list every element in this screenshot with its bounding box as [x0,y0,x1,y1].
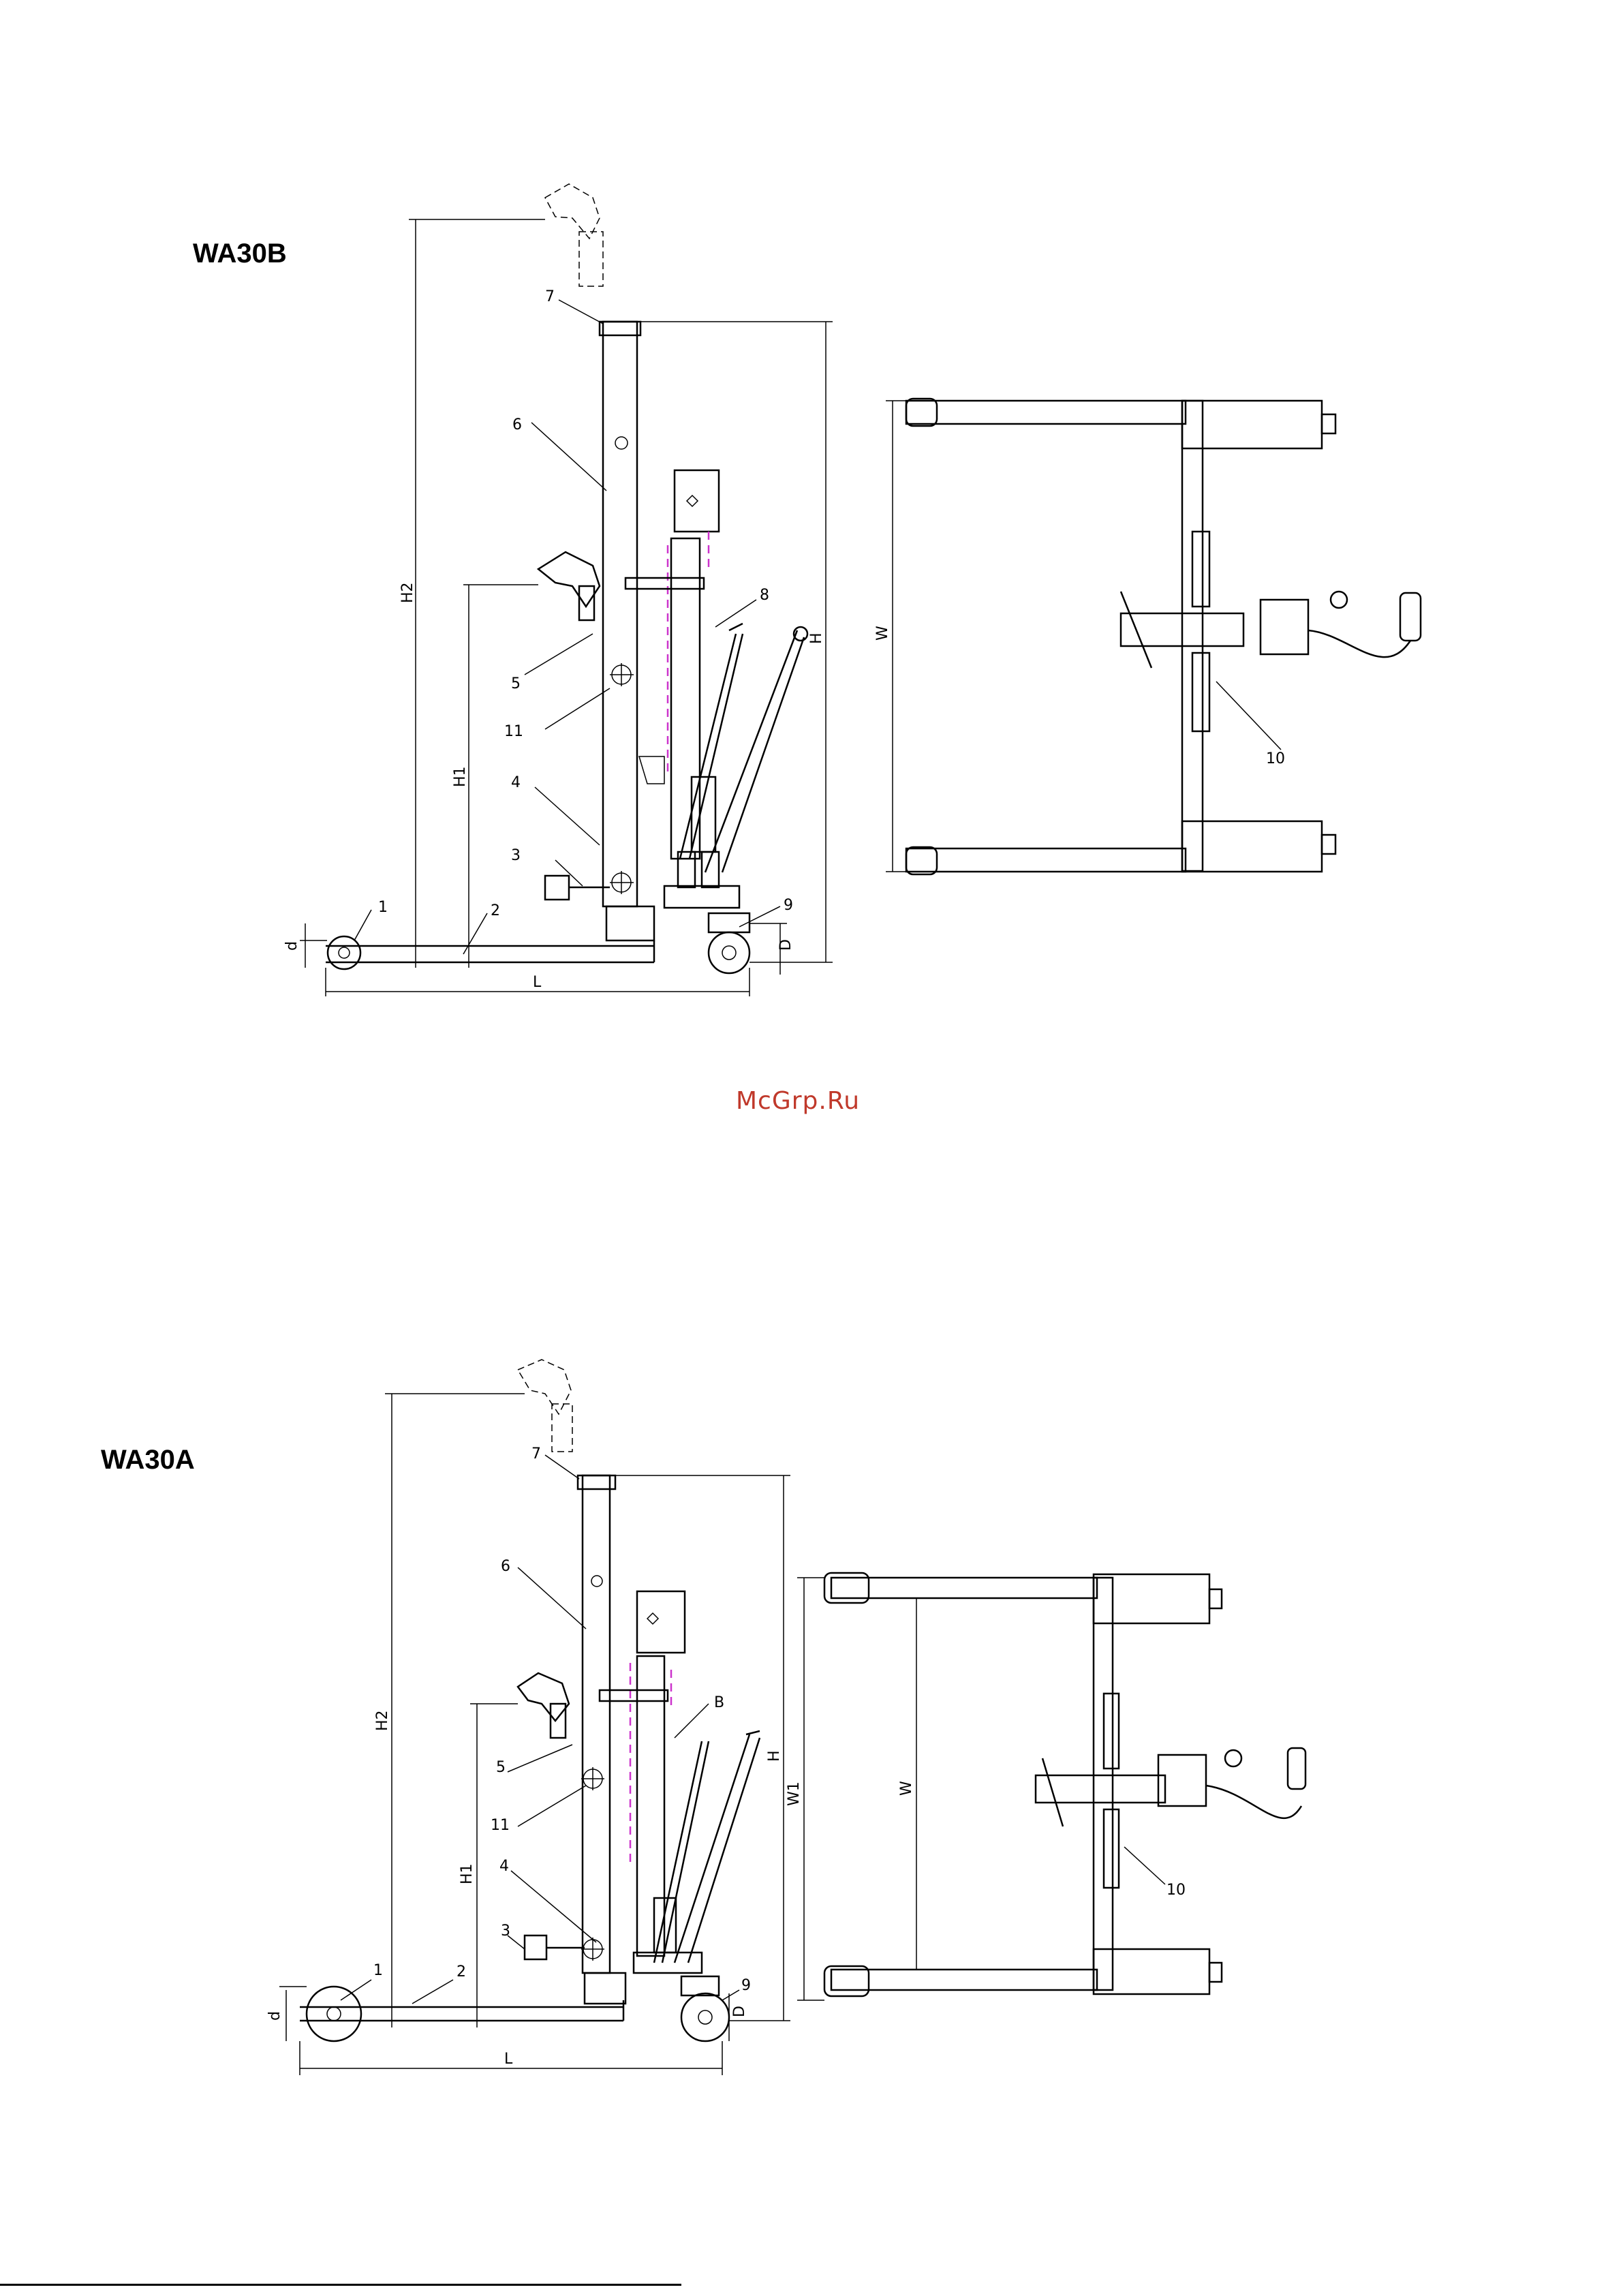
wa30a-callout-2: 2 [457,1963,466,1980]
wa30b-dim-D: D [777,939,794,951]
wa30b-callout-10: 10 [1266,750,1285,767]
wa30b-callout-6: 6 [512,416,522,433]
wa30a-callout-1: 1 [373,1962,383,1979]
wa30b-callout-4: 4 [511,774,521,791]
wa30a-callout-7: 7 [531,1445,541,1463]
wa30a-side-view: 1 2 3 4 5 11 6 7 B 9 d L D H H1 H2 [266,1360,790,2075]
wa30a-dim-d: d [266,2011,283,2021]
wa30a-callout-10: 10 [1166,1882,1186,1899]
wa30b-callout-1: 1 [378,899,388,916]
wa30a-dim-H: H [766,1750,783,1762]
wa30a-dim-H1: H1 [459,1863,476,1884]
wa30a-dim-D: D [731,2006,748,2017]
wa30b-side-view: 1 2 3 4 5 11 6 7 8 9 d L D H H1 H2 [283,184,833,996]
wa30a-callout-9: 9 [741,1977,751,1994]
footer-rule [0,2284,681,2286]
wa30b-callout-5: 5 [511,675,521,692]
wa30a-dim-H2: H2 [374,1710,391,1731]
wa30b-dim-d: d [283,941,300,951]
wa30a-callout-6: 6 [501,1558,510,1575]
wa30a-dim-W1: W1 [786,1781,803,1806]
wa30b-dim-W: W [874,626,891,641]
wa30b-callout-3: 3 [511,847,521,864]
wa30b-dim-H: H [808,632,825,644]
wa30a-top-view: 10 W W1 [786,1573,1305,2000]
wa30b-dim-L: L [533,974,542,991]
wa30a-callout-4: 4 [499,1858,509,1875]
wa30a-dim-L: L [504,2051,513,2068]
wa30b-dim-H1: H1 [452,766,469,787]
wa30b-callout-11: 11 [504,723,523,740]
wa30b-callout-8: 8 [760,587,769,604]
wa30a-callout-3: 3 [501,1923,510,1940]
wa30a-callout-8: B [714,1694,724,1711]
wa30b-callout-7: 7 [545,288,555,305]
wa30b-dim-H2: H2 [399,582,416,603]
wa30a-callout-5: 5 [496,1759,506,1776]
wa30b-callout-2: 2 [491,902,500,919]
wa30b-callout-9: 9 [784,897,793,914]
wa30a-callout-11: 11 [491,1817,510,1834]
wa30a-dim-W: W [898,1781,915,1796]
wa30b-top-view: 10 W [874,399,1421,874]
